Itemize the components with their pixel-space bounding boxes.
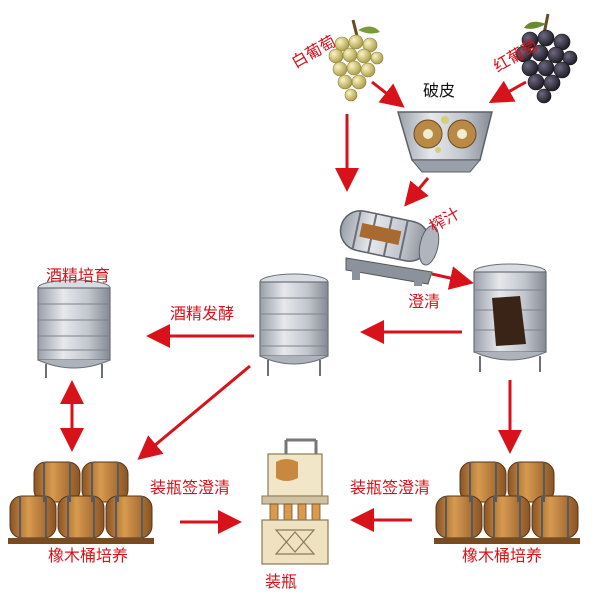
bottling-clarify-right-label: 装瓶签澄清	[350, 478, 431, 497]
oak-aging-right-label: 橡木桶培养	[462, 546, 543, 565]
oak-barrels-icon	[434, 461, 580, 544]
arrow-white-grape-to-crusher	[371, 80, 405, 108]
oak-aging-left-label: 橡木桶培养	[48, 546, 129, 565]
aging-tank-icon	[37, 279, 111, 378]
alcohol-aging-label: 酒精培育	[46, 266, 111, 285]
press-icon	[339, 210, 440, 286]
clarifying-label: 澄清	[408, 292, 441, 311]
crusher-icon	[397, 111, 493, 173]
bottling-machine-icon	[261, 438, 329, 565]
arrow-red-grape-to-crusher	[488, 80, 527, 103]
oak-barrels-icon	[8, 461, 154, 544]
bottling-clarify-left-label: 装瓶签澄清	[150, 478, 231, 497]
red-grape-bunch-icon	[515, 13, 578, 104]
alcoholic-fermentation-label: 酒精发酵	[170, 304, 235, 323]
arrow-press-to-clarify	[431, 266, 474, 290]
bottling-label: 装瓶	[265, 572, 298, 591]
crushing-label: 破皮	[423, 81, 456, 100]
clarify-tank-icon	[473, 263, 547, 372]
flow-arrows	[60, 80, 527, 534]
arrow-fermentation-to-barrels-left	[137, 364, 251, 460]
white-grape-bunch-icon	[328, 19, 384, 102]
arrow-crusher-to-press	[404, 177, 430, 207]
fermentation-tank-icon	[259, 273, 329, 376]
